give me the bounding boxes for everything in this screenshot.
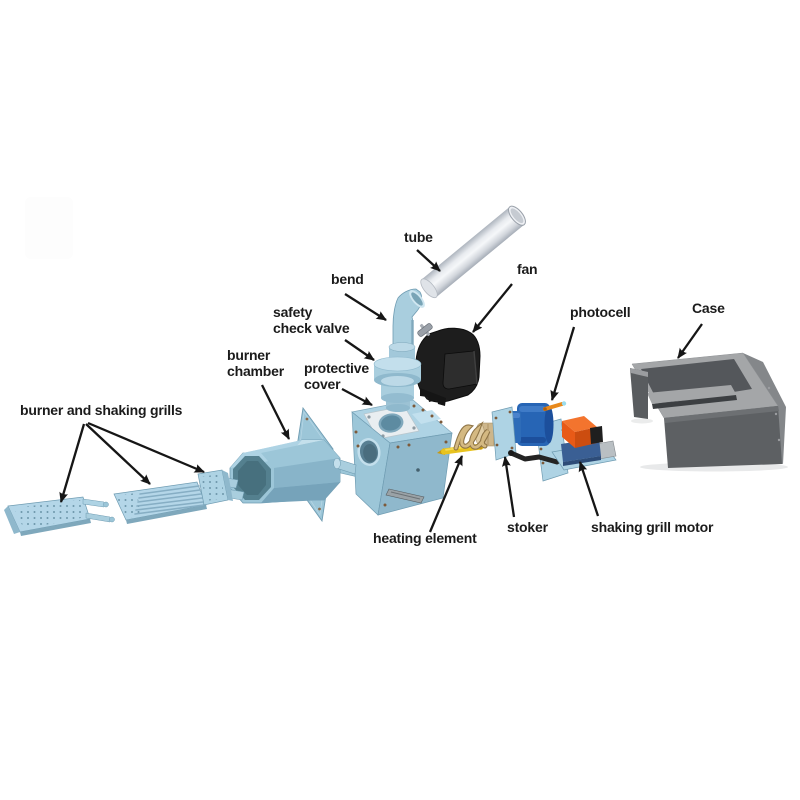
arrow-safety-check-valve [344, 339, 375, 361]
arrow-grills-3 [87, 421, 205, 474]
tube-part [420, 205, 526, 299]
burner-grill-fork [4, 496, 115, 536]
arrow-grills-2 [85, 423, 151, 485]
arrow-fan [472, 283, 513, 333]
arrow-bend [344, 293, 387, 321]
label-heating-element: heating element [373, 530, 477, 546]
safety-check-valve-part [373, 342, 422, 412]
burner-chamber-part [217, 406, 362, 523]
label-protective-cover: protective cover [304, 360, 369, 392]
faint-watermark [25, 197, 73, 259]
case-part [630, 352, 788, 472]
label-fan: fan [517, 261, 538, 277]
arrow-burner-chamber [260, 384, 291, 440]
arrow-grills-1 [59, 423, 86, 503]
label-shaking-grill-motor: shaking grill motor [591, 519, 714, 535]
arrow-shaking-grill-motor [578, 461, 600, 517]
label-burner-chamber: burner chamber [227, 347, 284, 379]
arrow-heating-element [428, 455, 464, 533]
callout-arrows [59, 249, 703, 533]
label-stoker: stoker [507, 519, 548, 535]
arrow-stoker [501, 456, 516, 518]
shaking-grill-plate [113, 481, 207, 524]
arrow-protective-cover [341, 387, 373, 407]
grill-end-plate [197, 469, 233, 506]
fan-part [415, 327, 481, 406]
protective-cover-part [333, 399, 453, 516]
shaking-grill-motor-part [551, 416, 617, 471]
photocell-part [543, 401, 567, 411]
label-tube: tube [404, 229, 433, 245]
label-burner-and-shaking-grills: burner and shaking grills [20, 402, 183, 418]
stoker-auger-spring [453, 421, 500, 451]
label-bend: bend [331, 271, 364, 287]
arrow-case [677, 323, 703, 359]
arrow-tube [416, 249, 441, 272]
stoker-part [491, 403, 569, 482]
arrow-photocell [550, 326, 576, 401]
label-photocell: photocell [570, 304, 631, 320]
label-safety-check-valve: safety check valve [273, 304, 350, 336]
valve-fitting-part [417, 323, 433, 337]
label-case: Case [692, 300, 725, 316]
